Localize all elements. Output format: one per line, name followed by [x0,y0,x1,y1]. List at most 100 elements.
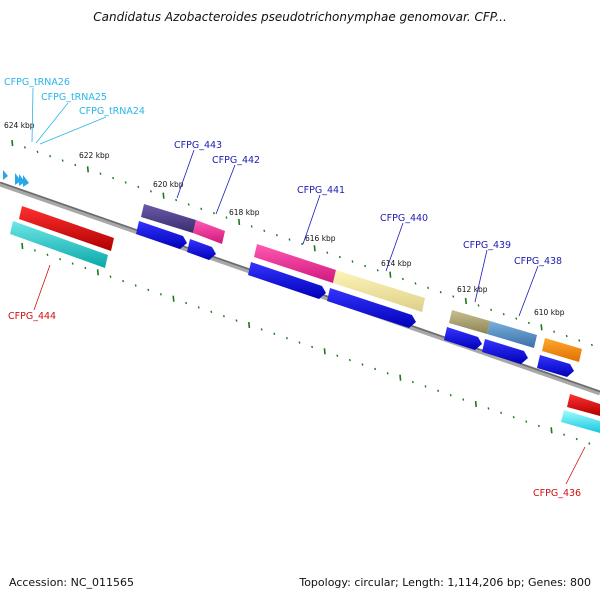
scale-tick [578,339,581,342]
scale-tick [389,271,392,278]
label-cfpg-439[interactable]: CFPG_439 [463,240,511,251]
trna-features[interactable] [3,170,29,187]
scale-tick [563,433,566,436]
label-cfpg-trna24[interactable]: CFPG_tRNA24 [79,106,145,117]
cds-arrow[interactable] [537,355,574,377]
scale-tick [149,190,152,193]
label-cfpg-440[interactable]: CFPG_440 [380,213,428,224]
scale-tick [462,398,465,401]
scale-label-610: 610 kbp [534,308,565,317]
scale-tick [364,264,367,268]
label-cfpg-438[interactable]: CFPG_438 [514,256,562,267]
trna-arrow[interactable] [23,175,29,187]
scale-tick [449,393,452,397]
scale-tick [575,437,578,441]
scale-label-622: 622 kbp [79,151,110,160]
scale-tick [565,334,568,338]
scale-tick [49,154,52,158]
scale-tick [439,290,442,294]
scale-tick [23,146,26,149]
feature-cfpg-442-block[interactable] [193,220,225,244]
feature-labels[interactable]: CFPG_tRNA26 CFPG_tRNA25 CFPG_tRNA24 CFPG… [4,77,581,499]
scale-tick [414,282,417,285]
scale-tick [326,251,329,254]
scale-tick [71,262,74,265]
scale-tick [588,442,591,445]
scale-tick [500,411,503,415]
feature-teal-block[interactable] [10,221,108,268]
scale-tick [515,317,518,320]
scale-tick [348,358,351,362]
scale-tick [376,269,379,272]
label-cfpg-444[interactable]: CFPG_444 [8,311,56,322]
scale-tick [424,385,427,388]
scale-tick [427,286,430,290]
cds-arrow[interactable] [136,221,187,249]
feature-cyan-block[interactable] [561,410,600,433]
feature-cfpg-438-block[interactable] [487,321,537,348]
scale-tick [487,407,490,410]
scale-tick [550,427,553,434]
scale-tick [311,345,314,349]
label-cfpg-436[interactable]: CFPG_436 [533,488,581,499]
feature-track-upper[interactable] [10,204,600,433]
scale-tick [74,163,77,167]
scale-tick [112,176,115,180]
genome-title: Candidatus Azobacteroides pseudotrichony… [93,10,507,24]
cds-arrow[interactable] [248,262,326,299]
trna-arrow[interactable] [3,170,8,180]
scale-tick [285,336,288,340]
scale-tick [162,192,165,199]
scale-tick [323,348,326,355]
feature-cfpg-441-block[interactable] [254,244,336,283]
scale-tick [134,284,137,287]
scale-tick [235,319,238,322]
label-cfpg-trna26[interactable]: CFPG_tRNA26 [4,77,70,88]
scale-tick [298,341,301,344]
genome-summary-text: Topology: circular; Length: 1,114,206 bp… [299,576,591,589]
feature-cfpg-443-block[interactable] [141,204,196,233]
feature-track-lower[interactable] [136,221,574,377]
scale-tick [197,306,200,309]
label-cfpg-441[interactable]: CFPG_441 [297,185,345,196]
scale-tick [590,343,593,347]
feature-cfpg-436-block[interactable] [567,394,600,416]
callout-lines [31,87,586,485]
scale-tick [464,297,467,305]
label-cfpg-443[interactable]: CFPG_443 [174,140,222,151]
scale-label-618: 618 kbp [229,208,260,217]
feature-orange-block[interactable] [542,338,582,362]
scale-tick [222,314,225,318]
scale-tick [248,321,251,329]
feature-cfpg-439-block[interactable] [449,310,490,334]
cds-arrow[interactable] [187,239,216,260]
feature-cfpg-440-block[interactable] [333,270,425,312]
scale-tick [452,295,455,298]
scale-tick [288,238,291,241]
label-cfpg-trna25[interactable]: CFPG_tRNA25 [41,92,107,103]
scale-tick [338,255,341,259]
cds-arrow[interactable] [444,327,482,350]
scale-tick [553,330,556,333]
scale-tick [36,150,39,154]
scale-label-614: 614 kbp [381,259,412,268]
cds-arrow[interactable] [327,288,416,328]
label-cfpg-442[interactable]: CFPG_442 [212,155,260,166]
scale-tick [273,332,276,336]
feature-cfpg-444-block[interactable] [19,206,114,251]
scale-tick [474,400,477,408]
scale-tick [527,321,530,325]
scale-tick [59,257,62,261]
scale-tick [374,367,377,371]
scale-tick [336,354,339,357]
scale-tick [512,415,515,419]
scale-tick [260,328,263,331]
scale-tick [11,139,14,147]
cds-arrow[interactable] [482,339,528,364]
scale-tick [175,198,178,202]
scale-tick [386,372,389,375]
scale-tick [187,203,190,206]
scale-tick [124,181,127,184]
